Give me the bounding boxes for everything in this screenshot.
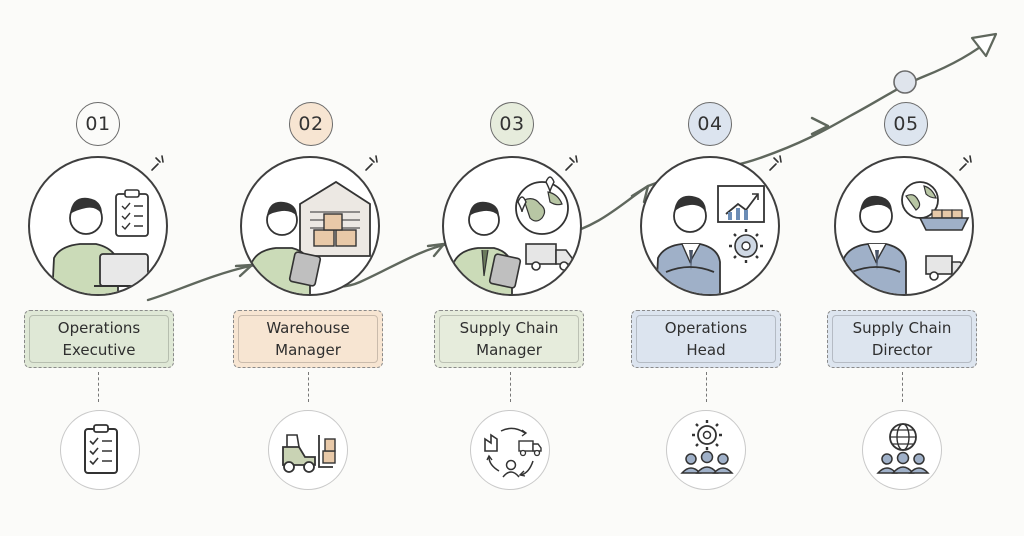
sparkle-icon [148,152,170,178]
step-number-badge: 04 [688,102,732,146]
person-with-tablet-icon [451,201,522,294]
person-in-suit-icon [841,195,907,294]
step-number-badge: 05 [884,102,928,146]
role-portrait [640,156,780,296]
role-portrait [834,156,974,296]
dashed-connector [98,372,99,402]
person-in-suit-icon [655,195,721,294]
dashed-connector [902,372,903,402]
forklift-icon [282,434,336,473]
step-number: 01 [85,113,111,135]
delivery-truck-icon [925,255,967,281]
dashed-connector [510,372,511,402]
arrowhead-icon [970,32,998,58]
warehouse-boxes-icon [299,180,371,257]
person-with-laptop-icon [51,197,154,294]
globe-icon [901,181,939,219]
dashed-connector [308,372,309,402]
step-number-badge: 01 [76,102,120,146]
cargo-ship-icon [918,209,970,231]
clipboard-checklist-icon [115,189,149,237]
role-portrait [442,156,582,296]
role-icon-circle [470,410,550,490]
step-number: 03 [499,113,525,135]
role-icon-circle [666,410,746,490]
role-portrait [240,156,380,296]
delivery-truck-icon [525,243,573,271]
gear-icon [729,229,763,263]
step-number-badge: 03 [490,102,534,146]
person-with-tablet-icon [249,201,322,294]
step-number-badge: 02 [289,102,333,146]
progress-dot [893,70,917,94]
supply-cycle-icon [484,427,542,478]
sparkle-icon [956,152,978,178]
step-number: 02 [298,113,324,135]
dashed-connector [706,372,707,402]
role-icon-circle [862,410,942,490]
gear-team-icon [680,420,734,474]
role-portrait [28,156,168,296]
arrow-marker [810,116,830,136]
step-number: 05 [893,113,919,135]
role-icon-circle [60,410,140,490]
step-number: 04 [697,113,723,135]
globe-map-pins-icon [515,176,569,235]
globe-team-icon [876,423,930,474]
sparkle-icon [562,152,584,178]
sparkle-icon [766,152,788,178]
role-icon-circle [268,410,348,490]
growth-chart-icon [717,185,765,223]
sparkle-icon [362,152,384,178]
clipboard-checklist-icon [84,424,118,474]
